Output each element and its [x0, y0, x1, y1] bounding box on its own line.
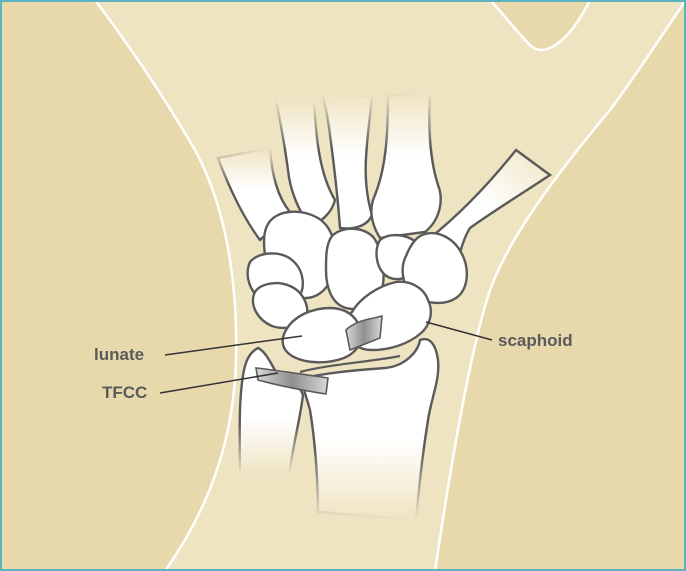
lunate-label: lunate	[94, 345, 144, 364]
scaphoid-label: scaphoid	[498, 331, 573, 350]
tfcc-label: TFCC	[102, 383, 147, 402]
